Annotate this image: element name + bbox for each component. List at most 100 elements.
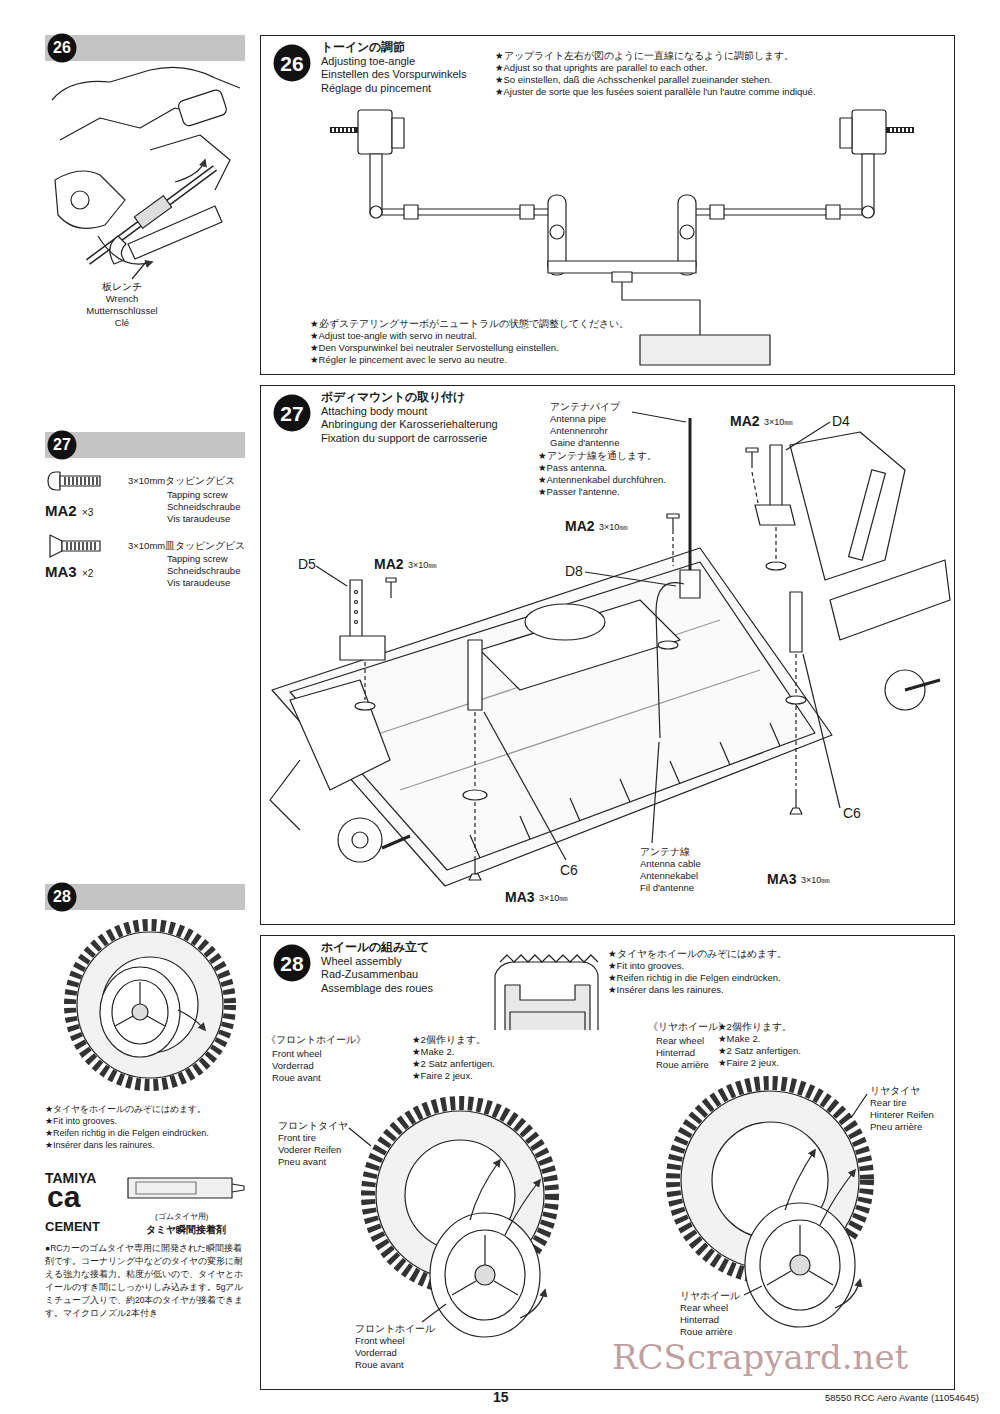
note: ★2 Satz anfertigen. bbox=[718, 1045, 801, 1056]
watermark: RCScrapyard.net bbox=[612, 1340, 908, 1374]
label-anchor: D8 bbox=[565, 563, 583, 580]
label-anchor: Vis taraudeuse bbox=[167, 513, 230, 524]
label-anchor: Roue arrière bbox=[680, 1326, 733, 1337]
part-label: Rear wheel bbox=[680, 1302, 728, 1313]
label-anchor: ★必ずステアリングサーボがニュートラルの状態で調整してください。 bbox=[310, 318, 629, 329]
label-anchor: Rear wheel bbox=[656, 1035, 704, 1046]
step-title: Attaching body mount bbox=[321, 405, 498, 419]
note: ★Faire 2 jeux. bbox=[412, 1070, 473, 1081]
label-anchor: ★Insérer dans les rainures. bbox=[608, 984, 724, 995]
note: ★Faire 2 jeux. bbox=[718, 1057, 779, 1068]
label-anchor: Pneu arrière bbox=[870, 1121, 922, 1132]
step-title: Anbringung der Karosseriehalterung bbox=[321, 418, 498, 432]
label-anchor: Front wheel bbox=[355, 1335, 405, 1346]
part-spec: Tapping screw bbox=[167, 553, 228, 564]
step-title: Einstellen des Vorspurwinkels bbox=[321, 68, 467, 82]
part-label: 《リヤホイール》 bbox=[648, 1021, 728, 1032]
brand-logo: ca bbox=[47, 1182, 80, 1212]
note: ★Den Vorspurwinkel bei neutraler Servost… bbox=[310, 342, 559, 353]
label-anchor: アンテナ線 bbox=[640, 846, 690, 857]
label-anchor: ★Insérer dans les rainures. bbox=[45, 1140, 155, 1151]
part-label: Voderer Reifen bbox=[278, 1144, 341, 1155]
part-label: アンテナ線 bbox=[640, 846, 690, 857]
label-anchor: Clé bbox=[115, 317, 129, 328]
step-number: 26 bbox=[47, 33, 77, 63]
part-spec: Vis taraudeuse bbox=[167, 577, 230, 588]
note: ★Reifen richtig in die Felgen eindrücken… bbox=[45, 1128, 209, 1139]
label-anchor: Pneu avant bbox=[278, 1156, 326, 1167]
note: ★Make 2. bbox=[718, 1033, 760, 1044]
part-spec: 3×10㎜ bbox=[801, 875, 830, 886]
label-anchor: ★Fit into grooves. bbox=[608, 960, 684, 971]
step-number: 27 bbox=[273, 394, 311, 432]
step-number-text: 27 bbox=[280, 403, 303, 424]
label-anchor: 3×10㎜ bbox=[801, 875, 830, 886]
label-anchor: ★Régler le pincement avec le servo au ne… bbox=[310, 354, 507, 365]
part-label: Pneu arrière bbox=[870, 1121, 922, 1132]
note: ★Insérer dans les rainures. bbox=[608, 984, 724, 995]
part-code: C6 bbox=[560, 862, 578, 879]
part-code: MA2 bbox=[45, 502, 77, 520]
part-spec: Tapping screw bbox=[167, 489, 228, 500]
label-anchor: Schneidschraube bbox=[167, 565, 240, 576]
label-anchor: Voderer Reifen bbox=[278, 1144, 341, 1155]
label-anchor: Rear wheel bbox=[680, 1302, 728, 1313]
label-anchor: Antenna cable bbox=[640, 858, 701, 869]
part-label: Hinterer Reifen bbox=[870, 1109, 934, 1120]
note: ★Reifen richtig in die Felgen eindrücken… bbox=[608, 972, 781, 983]
label-anchor: ●RCカーのゴムタイヤ専用に開発された瞬間接着剤です。コーナリング中などのタイヤ… bbox=[45, 1242, 248, 1320]
note: ★アップライト左右が図のように一直線になるように調節します。 bbox=[495, 50, 794, 61]
label-anchor: ★2個作ります。 bbox=[718, 1021, 792, 1032]
note: ★Adjust so that uprights are parallel to… bbox=[495, 62, 707, 73]
part-label: Rear wheel bbox=[656, 1035, 704, 1046]
part-spec: 3×10㎜ bbox=[408, 560, 437, 571]
part-count: ×2 bbox=[82, 568, 93, 580]
step-title: Wheel assembly bbox=[321, 955, 433, 969]
label-anchor: リヤタイヤ bbox=[870, 1085, 920, 1096]
note: ★タイヤをホイールのみぞにはめます。 bbox=[608, 948, 787, 959]
label-anchor: ×3 bbox=[82, 507, 93, 519]
part-spec: Vis taraudeuse bbox=[167, 513, 230, 524]
step-title: Assemblage des roues bbox=[321, 982, 433, 996]
product-note: (ゴムタイヤ用) bbox=[155, 1212, 208, 1222]
part-label: Front wheel bbox=[355, 1335, 405, 1346]
part-label: Antennenrohr bbox=[550, 425, 608, 436]
part-code: D4 bbox=[832, 413, 850, 430]
brand-logo: CEMENT bbox=[45, 1219, 100, 1235]
label-anchor: Hinterer Reifen bbox=[870, 1109, 934, 1120]
label-anchor: Schneidschraube bbox=[167, 501, 240, 512]
label-anchor: ★2 Satz anfertigen. bbox=[718, 1045, 801, 1056]
part-count: ×3 bbox=[82, 507, 93, 519]
step-title: Réglage du pincement bbox=[321, 82, 467, 96]
label-anchor: 3×10㎜ bbox=[408, 560, 437, 571]
label-anchor: Antennenrohr bbox=[550, 425, 608, 436]
label-anchor: 15 bbox=[493, 1389, 509, 1406]
label-anchor: D4 bbox=[832, 413, 850, 430]
tool-label: Mutternschlüssel bbox=[86, 305, 157, 316]
part-label: Hinterrad bbox=[680, 1314, 719, 1325]
part-label: フロントタイヤ bbox=[278, 1120, 348, 1131]
label-anchor: Mutternschlüssel bbox=[86, 305, 157, 316]
label-anchor: フロントホイール bbox=[355, 1323, 435, 1334]
label-anchor: 58550 RCC Aero Avante (11054645) bbox=[825, 1392, 979, 1403]
note: ★Fit into grooves. bbox=[608, 960, 684, 971]
label-anchor: ★タイヤをホイールのみぞにはめます。 bbox=[45, 1104, 206, 1115]
label-anchor: ★Faire 2 jeux. bbox=[718, 1057, 779, 1068]
part-label: Rear tire bbox=[870, 1097, 906, 1108]
step-number-text: 28 bbox=[53, 889, 71, 905]
model-code: 58550 RCC Aero Avante (11054645) bbox=[825, 1392, 979, 1403]
label-anchor: (ゴムタイヤ用) bbox=[155, 1212, 208, 1222]
part-label: Pneu avant bbox=[278, 1156, 326, 1167]
step-number: 28 bbox=[273, 944, 311, 982]
label-anchor: C6 bbox=[560, 862, 578, 879]
label-anchor: アンテナパイプ bbox=[550, 401, 620, 412]
label-anchor: ★Antennenkabel durchführen. bbox=[538, 474, 666, 485]
label-anchor: C6 bbox=[843, 805, 861, 822]
label-anchor: Front tire bbox=[278, 1132, 316, 1143]
label-anchor: D5 bbox=[298, 556, 316, 573]
label-anchor: ★Ajuster de sorte que les fusées soient … bbox=[495, 86, 816, 97]
label-anchor: ★タイヤをホイールのみぞにはめます。 bbox=[608, 948, 787, 959]
label-anchor: MA3 bbox=[767, 871, 797, 888]
label-anchor: MA2 bbox=[374, 556, 404, 573]
label-anchor: Tapping screw bbox=[167, 489, 228, 500]
